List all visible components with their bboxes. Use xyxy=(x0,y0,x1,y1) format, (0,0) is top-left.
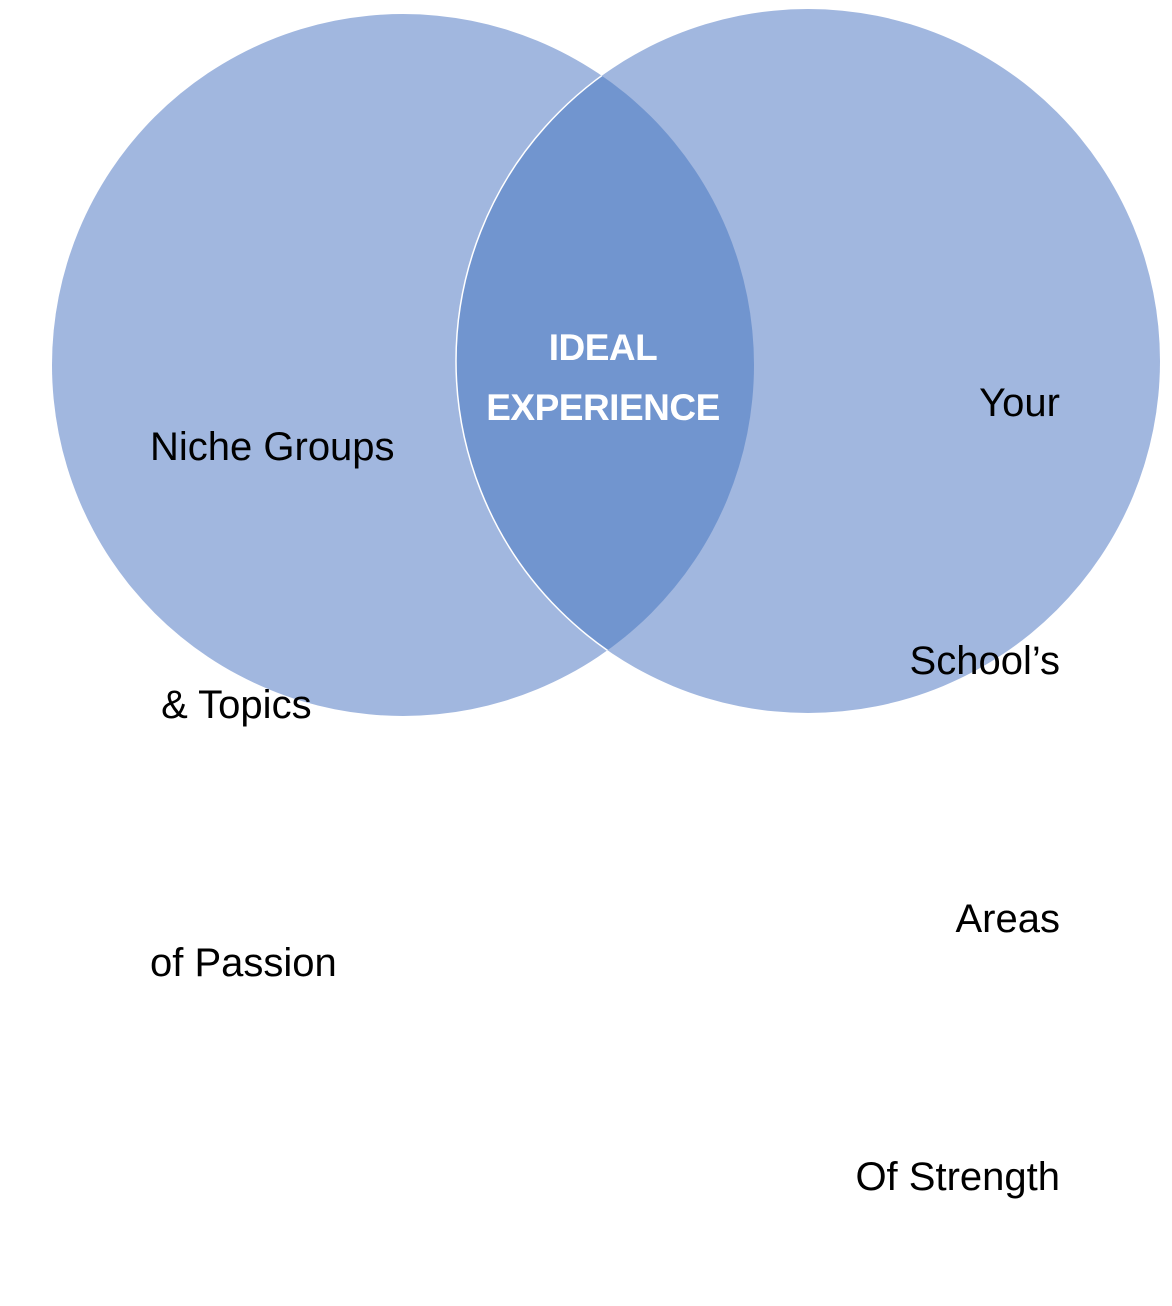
right-circle-label: Your School’s Areas Of Strength xyxy=(855,188,1060,1306)
left-label-line: & Topics xyxy=(150,683,312,727)
intersection-label: IDEAL EXPERIENCE xyxy=(453,318,753,438)
right-label-line: Areas xyxy=(955,897,1061,941)
intersection-label-line: IDEAL xyxy=(548,327,658,368)
left-circle-label: Niche Groups & Topics of Passion xyxy=(150,232,395,1092)
left-label-line: Niche Groups xyxy=(150,425,395,469)
intersection-outline xyxy=(455,14,754,714)
right-label-line: Your xyxy=(979,381,1060,425)
venn-diagram xyxy=(52,9,1160,716)
intersection-label-line: EXPERIENCE xyxy=(486,387,720,428)
left-label-line: of Passion xyxy=(150,941,337,985)
right-label-line: School’s xyxy=(909,639,1060,683)
right-label-line: Of Strength xyxy=(855,1155,1060,1199)
intersection-region xyxy=(456,14,754,713)
